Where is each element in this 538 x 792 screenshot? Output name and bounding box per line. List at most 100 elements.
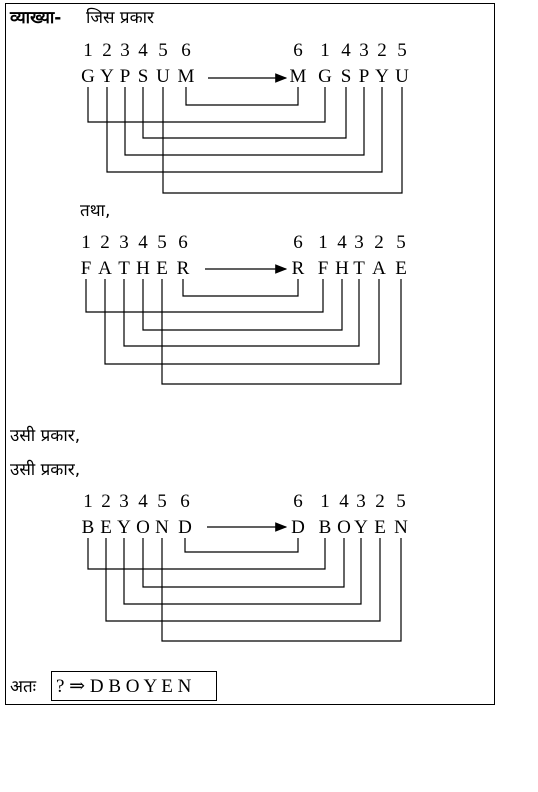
right-number: 1 bbox=[318, 232, 328, 253]
connector-line bbox=[124, 87, 365, 156]
left-number: 5 bbox=[157, 491, 167, 512]
right-letter: G bbox=[318, 66, 332, 87]
right-letter: M bbox=[289, 66, 307, 87]
right-number: 4 bbox=[337, 232, 347, 253]
usi-prakar-text-2: उसी प्रकार, bbox=[10, 460, 81, 480]
connector-line bbox=[142, 279, 343, 331]
left-letter: B bbox=[81, 517, 95, 538]
right-number: 6 bbox=[293, 232, 303, 253]
right-letter: O bbox=[337, 517, 351, 538]
explanation-frame bbox=[5, 3, 495, 705]
right-number: 1 bbox=[320, 40, 330, 61]
left-number: 6 bbox=[178, 232, 188, 253]
left-letter: N bbox=[155, 517, 169, 538]
right-letter: T bbox=[353, 258, 365, 279]
connector-line bbox=[87, 87, 326, 123]
right-letter: H bbox=[335, 258, 349, 279]
right-letter: Y bbox=[354, 517, 368, 538]
left-letter: S bbox=[137, 66, 149, 87]
left-number: 3 bbox=[119, 232, 129, 253]
right-letter: P bbox=[358, 66, 370, 87]
left-letter: O bbox=[136, 517, 150, 538]
left-letter: G bbox=[81, 66, 95, 87]
connector-line bbox=[162, 87, 403, 194]
left-number: 6 bbox=[181, 40, 191, 61]
left-number: 2 bbox=[102, 40, 112, 61]
right-number: 5 bbox=[396, 491, 406, 512]
right-letter: A bbox=[372, 258, 386, 279]
connector-line bbox=[85, 279, 324, 313]
connector-line bbox=[182, 279, 299, 297]
answer-text: ? ⇒ D B O Y E N bbox=[56, 676, 192, 697]
connector-line bbox=[104, 279, 380, 365]
connector-line bbox=[185, 87, 299, 106]
left-number: 5 bbox=[158, 40, 168, 61]
usi-prakar-text-1: उसी प्रकार, bbox=[10, 426, 81, 446]
connector-line bbox=[105, 538, 381, 622]
right-number: 6 bbox=[293, 40, 303, 61]
connector-line bbox=[142, 538, 345, 588]
connector-line bbox=[142, 87, 347, 139]
right-letter: S bbox=[340, 66, 352, 87]
left-number: 6 bbox=[180, 491, 190, 512]
left-letter: P bbox=[119, 66, 131, 87]
right-letter: U bbox=[395, 66, 409, 87]
right-letter: N bbox=[394, 517, 408, 538]
left-letter: E bbox=[156, 258, 168, 279]
right-letter: F bbox=[317, 258, 329, 279]
left-letter: U bbox=[156, 66, 170, 87]
left-number: 3 bbox=[120, 40, 130, 61]
intro-text: जिस प्रकार bbox=[86, 8, 154, 28]
right-number: 1 bbox=[320, 491, 330, 512]
left-letter: Y bbox=[100, 66, 114, 87]
ata-text: अतः bbox=[10, 677, 37, 697]
left-letter: Y bbox=[117, 517, 131, 538]
left-number: 2 bbox=[101, 491, 111, 512]
left-letter: F bbox=[80, 258, 92, 279]
right-letter: E bbox=[395, 258, 407, 279]
left-number: 4 bbox=[138, 40, 148, 61]
right-number: 2 bbox=[377, 40, 387, 61]
left-letter: H bbox=[136, 258, 150, 279]
left-number: 2 bbox=[100, 232, 110, 253]
explanation-label: व्याख्या- bbox=[10, 8, 62, 28]
connector-line bbox=[106, 87, 383, 173]
connector-line bbox=[123, 538, 362, 605]
left-number: 1 bbox=[81, 232, 91, 253]
right-letter: D bbox=[291, 517, 305, 538]
right-number: 2 bbox=[374, 232, 384, 253]
left-letter: T bbox=[118, 258, 130, 279]
right-number: 3 bbox=[359, 40, 369, 61]
tatha-text: तथा, bbox=[80, 201, 111, 221]
left-number: 3 bbox=[119, 491, 129, 512]
right-number: 4 bbox=[341, 40, 351, 61]
right-letter: E bbox=[374, 517, 386, 538]
right-number: 3 bbox=[356, 491, 366, 512]
connector-line bbox=[161, 538, 402, 642]
right-letter: B bbox=[318, 517, 332, 538]
right-letter: Y bbox=[375, 66, 389, 87]
left-letter: D bbox=[178, 517, 192, 538]
right-number: 3 bbox=[354, 232, 364, 253]
right-number: 2 bbox=[375, 491, 385, 512]
left-number: 4 bbox=[138, 491, 148, 512]
right-letter: R bbox=[291, 258, 305, 279]
left-letter: M bbox=[177, 66, 195, 87]
right-number: 5 bbox=[396, 232, 406, 253]
right-number: 4 bbox=[339, 491, 349, 512]
left-letter: A bbox=[98, 258, 112, 279]
left-letter: E bbox=[100, 517, 112, 538]
left-number: 4 bbox=[138, 232, 148, 253]
left-number: 5 bbox=[157, 232, 167, 253]
left-letter: R bbox=[176, 258, 190, 279]
left-number: 1 bbox=[83, 491, 93, 512]
connector-line bbox=[161, 279, 402, 385]
connector-line bbox=[184, 538, 299, 553]
left-number: 1 bbox=[83, 40, 93, 61]
connector-line bbox=[123, 279, 360, 347]
right-number: 6 bbox=[293, 491, 303, 512]
right-number: 5 bbox=[397, 40, 407, 61]
connector-line bbox=[87, 538, 326, 570]
answer-box bbox=[51, 671, 217, 701]
